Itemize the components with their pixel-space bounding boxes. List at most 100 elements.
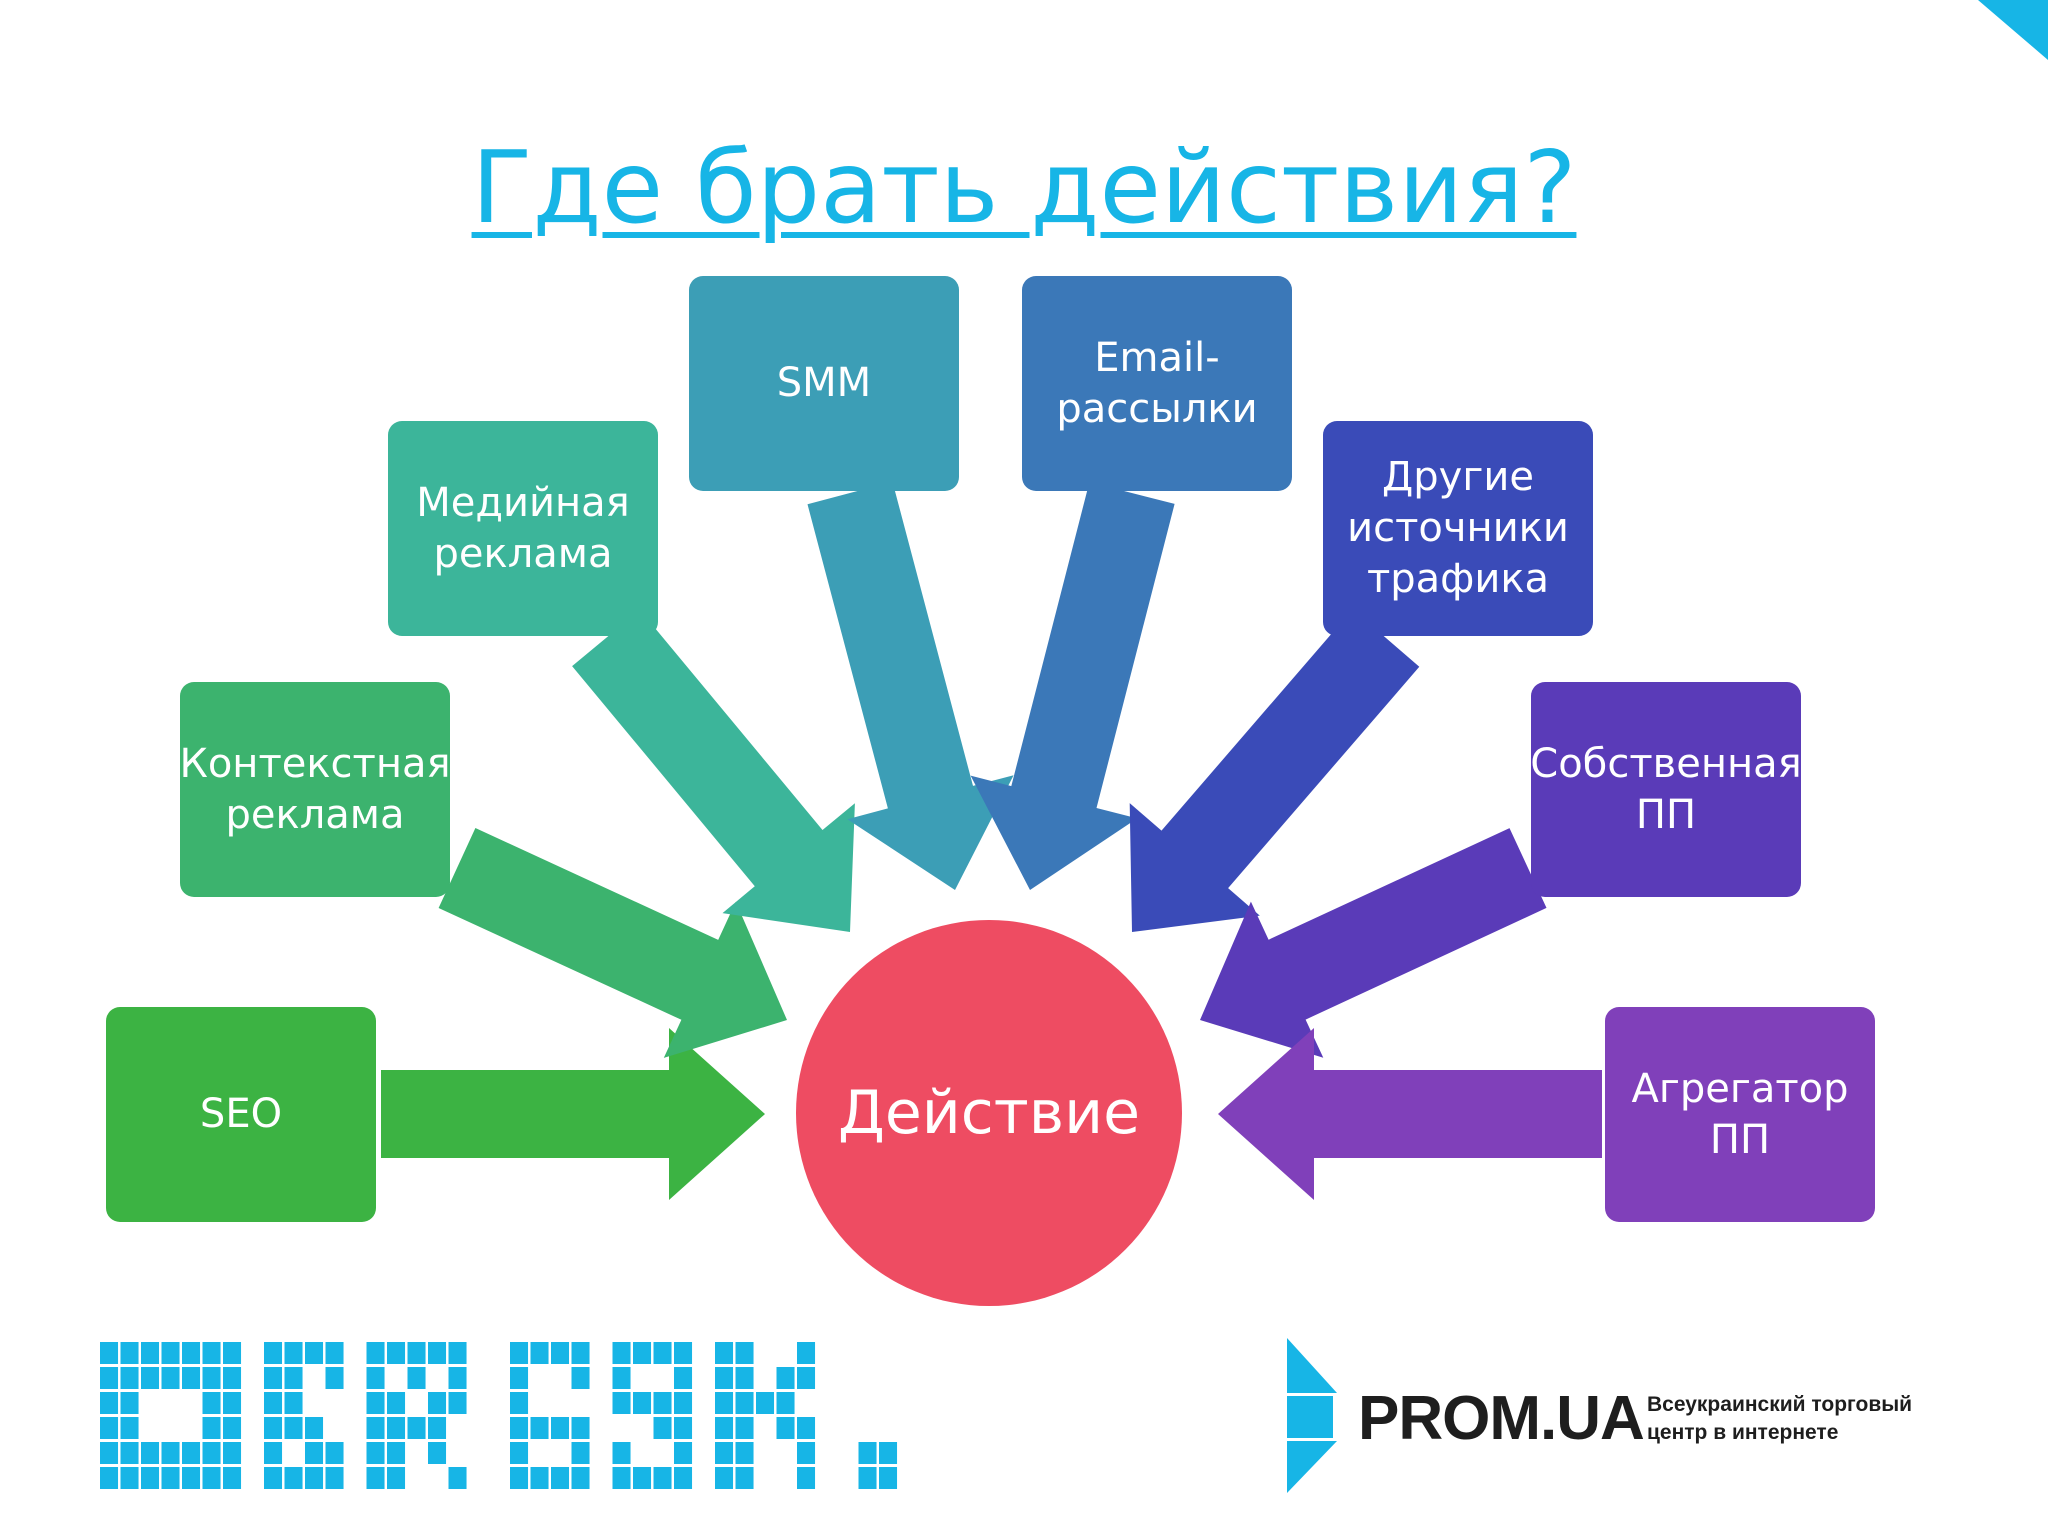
logo-tile bbox=[735, 1367, 754, 1389]
logo-tile bbox=[305, 1417, 324, 1439]
logo-tile bbox=[510, 1367, 529, 1389]
logo-tile bbox=[387, 1342, 406, 1364]
slide-title-text[interactable]: Где брать действия? bbox=[471, 129, 1577, 246]
logo-tile bbox=[612, 1392, 631, 1414]
logo-tile bbox=[264, 1367, 283, 1389]
logo-tile bbox=[571, 1467, 590, 1489]
logo-tile bbox=[612, 1342, 631, 1364]
logo-tile bbox=[407, 1367, 426, 1389]
logo-tile bbox=[735, 1417, 754, 1439]
arrow-media-ads bbox=[572, 609, 855, 932]
logo-tile bbox=[715, 1467, 734, 1489]
logo-tile bbox=[797, 1367, 816, 1389]
source-label-seo: SEO bbox=[199, 1091, 283, 1137]
logo-tile bbox=[325, 1442, 344, 1464]
logo-tile bbox=[653, 1342, 672, 1364]
logo-tile bbox=[284, 1392, 303, 1414]
logo-tile bbox=[120, 1367, 139, 1389]
logo-tile bbox=[510, 1442, 529, 1464]
source-label-context-ads: Контекстная реклама bbox=[179, 740, 451, 838]
logo-tile bbox=[141, 1467, 160, 1489]
source-box-context-ads: Контекстная реклама bbox=[179, 682, 451, 897]
logo-tile bbox=[612, 1467, 631, 1489]
logo-tile bbox=[264, 1442, 283, 1464]
source-label-other-traffic: Другие источники трафика bbox=[1347, 454, 1569, 602]
source-box-smm: SMM bbox=[689, 276, 959, 491]
logo-tile bbox=[182, 1342, 201, 1364]
logo-tile bbox=[510, 1467, 529, 1489]
logo-tile bbox=[428, 1417, 447, 1439]
logo-tile bbox=[735, 1392, 754, 1414]
logo-tile bbox=[735, 1467, 754, 1489]
logo-tile bbox=[633, 1392, 652, 1414]
logo-tile bbox=[366, 1467, 385, 1489]
logo-tile bbox=[428, 1342, 447, 1364]
source-label-affiliate-aggregator: Агрегатор ПП bbox=[1631, 1065, 1849, 1163]
logo-tile bbox=[879, 1442, 898, 1464]
logo-tile bbox=[100, 1467, 119, 1489]
source-box-media-ads: Медийная реклама bbox=[388, 421, 658, 636]
logo-tile bbox=[797, 1442, 816, 1464]
logo-tile bbox=[387, 1467, 406, 1489]
logo-tile bbox=[633, 1467, 652, 1489]
logo-tile bbox=[141, 1367, 160, 1389]
logo-tile bbox=[223, 1342, 242, 1364]
logo-tile bbox=[633, 1342, 652, 1364]
logo-tile bbox=[325, 1342, 344, 1364]
logo-tile bbox=[100, 1342, 119, 1364]
source-box-seo: SEO bbox=[106, 1007, 376, 1222]
arrow-smm bbox=[807, 481, 1014, 890]
logo-tile bbox=[161, 1467, 180, 1489]
logo-tile bbox=[674, 1392, 693, 1414]
arrow-email bbox=[970, 482, 1175, 890]
logo-tile bbox=[182, 1467, 201, 1489]
logo-tile bbox=[264, 1392, 283, 1414]
arrow-seo bbox=[381, 1028, 765, 1200]
logo-tile bbox=[571, 1342, 590, 1364]
logo-tile bbox=[448, 1342, 467, 1364]
logo-tile bbox=[202, 1342, 221, 1364]
logo-tile bbox=[776, 1417, 795, 1439]
logo-tile bbox=[735, 1342, 754, 1364]
logo-tile bbox=[858, 1442, 877, 1464]
logo-tile bbox=[551, 1342, 570, 1364]
logo-tile bbox=[161, 1442, 180, 1464]
logo-tile bbox=[448, 1367, 467, 1389]
logo-tile bbox=[510, 1342, 529, 1364]
arrow-other-traffic bbox=[1129, 609, 1420, 932]
logo-tile bbox=[571, 1417, 590, 1439]
logo-tile bbox=[428, 1442, 447, 1464]
logo-tile bbox=[674, 1367, 693, 1389]
arrow-affiliate-aggregator bbox=[1218, 1028, 1602, 1200]
logo-tile bbox=[448, 1392, 467, 1414]
logo-tile bbox=[715, 1442, 734, 1464]
logo-tile bbox=[387, 1417, 406, 1439]
logo-tile bbox=[100, 1417, 119, 1439]
prom-logo-mark bbox=[1287, 1338, 1337, 1493]
logo-tile bbox=[161, 1367, 180, 1389]
logo-tile bbox=[100, 1442, 119, 1464]
logo-tile bbox=[715, 1342, 734, 1364]
logo-tile bbox=[407, 1342, 426, 1364]
logo-tile bbox=[366, 1417, 385, 1439]
logo-tile bbox=[715, 1392, 734, 1414]
logo-tile bbox=[120, 1442, 139, 1464]
prom-brand-name: PROM.UA bbox=[1358, 1384, 1645, 1453]
logo-tile bbox=[366, 1342, 385, 1364]
logo-tile bbox=[305, 1342, 324, 1364]
logo-tile bbox=[735, 1442, 754, 1464]
logo-tile bbox=[120, 1392, 139, 1414]
logo-tile bbox=[141, 1342, 160, 1364]
logo-tile bbox=[674, 1342, 693, 1364]
logo-tile bbox=[571, 1367, 590, 1389]
logo-tile bbox=[510, 1417, 529, 1439]
logo-tile bbox=[202, 1392, 221, 1414]
logo-tile bbox=[120, 1342, 139, 1364]
logo-tile bbox=[182, 1442, 201, 1464]
logo-tile bbox=[223, 1467, 242, 1489]
slide-title: Где брать действия? bbox=[0, 128, 2048, 248]
logo-tile bbox=[202, 1417, 221, 1439]
logo-tile bbox=[284, 1342, 303, 1364]
logo-tile bbox=[100, 1392, 119, 1414]
